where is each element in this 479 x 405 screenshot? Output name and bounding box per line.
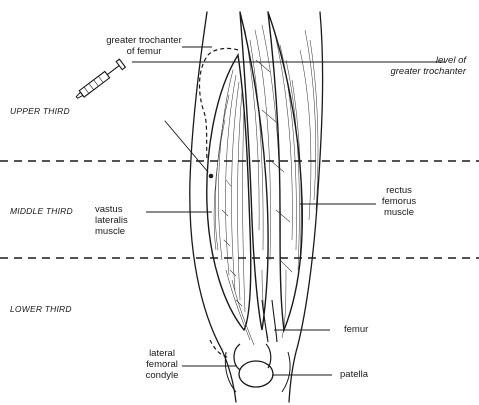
label-condyle-line1: lateral	[138, 348, 186, 359]
label-vastus-line3: muscle	[95, 226, 128, 237]
label-rectus-femorus: rectus femorus muscle	[374, 185, 424, 218]
zone-middle-third: MIDDLE THIRD	[10, 206, 73, 216]
rectus-femorus-muscle	[240, 12, 302, 330]
femur-bone	[262, 300, 277, 342]
label-vastus-line2: lateralis	[95, 215, 128, 226]
label-greater-trochanter-line1: greater trochanter	[96, 35, 192, 46]
syringe-icon	[74, 59, 213, 178]
label-patella: patella	[340, 369, 368, 380]
label-condyle-line3: condyle	[138, 370, 186, 381]
label-condyle-line2: femoral	[138, 359, 186, 370]
injection-site-dot	[209, 174, 213, 178]
label-greater-trochanter-line2: of femur	[96, 46, 192, 57]
zone-upper-third: UPPER THIRD	[10, 106, 70, 116]
label-rectus-line2: femorus	[374, 196, 424, 207]
vastus-lateralis-muscle	[207, 55, 251, 330]
lateral-femoral-condyle-shape	[234, 344, 271, 370]
knee-outline	[225, 352, 290, 392]
label-rectus-line1: rectus	[374, 185, 424, 196]
patella-shape	[239, 361, 273, 387]
label-level-of-greater-trochanter: level of greater trochanter	[358, 55, 466, 77]
label-level-line2: greater trochanter	[358, 66, 466, 77]
label-level-line1: level of	[358, 55, 466, 66]
lateral-muscle-fibres	[300, 30, 318, 220]
label-greater-trochanter: greater trochanter of femur	[96, 35, 192, 57]
label-vastus-lateralis: vastus lateralis muscle	[95, 204, 128, 237]
label-lateral-femoral-condyle: lateral femoral condyle	[138, 348, 186, 381]
zone-lower-third: LOWER THIRD	[10, 304, 72, 314]
label-femur: femur	[344, 324, 368, 335]
label-rectus-line3: muscle	[374, 207, 424, 218]
label-vastus-line1: vastus	[95, 204, 128, 215]
syringe-needle	[165, 121, 208, 172]
